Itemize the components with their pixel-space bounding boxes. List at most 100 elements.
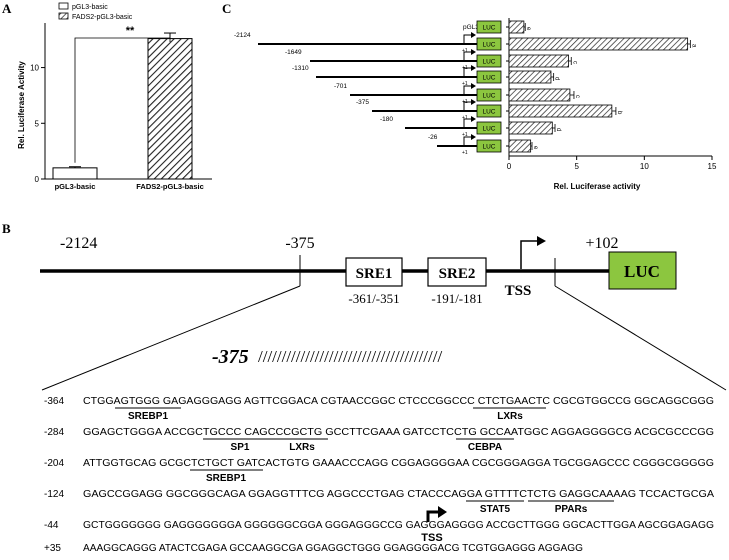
bar-c xyxy=(508,104,613,118)
construct-position: -375 xyxy=(356,99,369,106)
construct-plus-one: +1 xyxy=(462,132,468,138)
binding-sites: SREBP1 LXRs SP1 LXRs CEBPA SREBP1 STAT5 … xyxy=(115,407,614,544)
y-tick-label-a: 0 xyxy=(35,175,40,184)
seq-line: GGAGCTGGGA ACCGCTGCCC CAGCCCGCTG GCCTTCG… xyxy=(83,427,714,438)
construct-position: -26 xyxy=(428,134,438,141)
category-label-a: FADS2-pGL3-basic xyxy=(136,182,204,191)
construct-arrowhead-icon xyxy=(471,49,476,55)
construct-luc-box xyxy=(476,54,502,68)
seq-line: GAGCCGGAGG GGCGGGCAGA GGAGGTTTCG AGGCCCT… xyxy=(83,489,714,500)
construct-arrow-icon xyxy=(463,101,472,111)
zoom-line-left xyxy=(41,285,301,391)
y-axis-label-a: Rel. Luciferase Activity xyxy=(17,61,26,149)
bar-a xyxy=(52,167,98,180)
sre2-label: SRE2 xyxy=(439,266,476,282)
category-label-a: pGL3-basic xyxy=(55,182,96,191)
panel-label-a: A xyxy=(2,1,12,16)
construct-luc-box xyxy=(476,121,502,135)
bar-c xyxy=(508,37,689,51)
construct-position: -180 xyxy=(380,116,393,123)
sre2-range: -191/-181 xyxy=(431,291,482,306)
panel-c: C 051015eacdcbdepGL3-Basic-2124LUC+1-164… xyxy=(222,1,717,191)
site-label-srebp1-2: SREBP1 xyxy=(206,473,246,484)
basic-luc-box xyxy=(476,20,502,34)
panel-label-b: B xyxy=(2,221,11,236)
luc-box xyxy=(608,251,677,290)
position-mid: -375 xyxy=(285,235,314,252)
chart-c-plot: 051015eacdcbdepGL3-Basic-2124LUC+1-1649L… xyxy=(234,18,717,171)
legend-label-fads2: FADS2-pGL3-basic xyxy=(72,14,133,21)
sig-letter-c: e xyxy=(525,27,531,31)
site-label-tss: TSS xyxy=(421,532,442,544)
construct-luc-box xyxy=(476,88,502,102)
construct-luc-box xyxy=(476,104,502,118)
site-label-stat5: STAT5 xyxy=(480,504,511,515)
bar-c xyxy=(508,54,569,68)
seq-line: CTGGAGTGGG GAGAGGGAGG AGTTCGGACA CGTAACC… xyxy=(83,396,714,407)
seq-pos: +35 xyxy=(44,543,61,554)
construct-luc-box xyxy=(476,70,502,84)
seq-pos: -204 xyxy=(44,458,64,469)
bar-c xyxy=(508,70,552,84)
construct-luc-label: LUC xyxy=(482,59,495,66)
seq-line: GCTGGGGGGG GAGGGGGGGA GGGGGGCGGA GGGAGGG… xyxy=(83,520,714,531)
sre2-box xyxy=(427,257,487,287)
x-tick-label-c: 0 xyxy=(507,162,512,171)
bar-a xyxy=(147,38,193,180)
construct-arrow-icon xyxy=(463,51,472,61)
construct-luc-label: LUC xyxy=(482,144,495,151)
construct-position: -701 xyxy=(334,83,347,90)
construct-plus-one: +1 xyxy=(462,150,468,156)
construct-luc-box xyxy=(476,37,502,51)
significance-stars: ** xyxy=(126,25,135,37)
construct-arrowhead-icon xyxy=(471,32,476,38)
construct-arrowhead-icon xyxy=(471,65,476,71)
sig-letter-c: e xyxy=(532,146,538,150)
seq-pos: -284 xyxy=(44,427,64,438)
position-end: +102 xyxy=(585,235,618,252)
tss-label: TSS xyxy=(505,283,532,299)
sre1-box xyxy=(345,257,403,287)
y-tick-label-a: 5 xyxy=(35,119,40,128)
construct-arrow-icon xyxy=(463,136,472,146)
sig-letter-c: c xyxy=(574,95,580,98)
bar-c xyxy=(508,88,571,102)
basic-luc-label: LUC xyxy=(482,25,495,32)
tss-arrow-icon xyxy=(520,236,546,269)
sig-letter-c: d xyxy=(554,77,560,80)
construct-arrowhead-icon xyxy=(471,83,476,89)
construct-luc-label: LUC xyxy=(482,42,495,49)
construct-position: -2124 xyxy=(234,32,251,39)
luc-label: LUC xyxy=(624,262,660,281)
seq-line: ATTGGTGCAG GCGCTCTGCT GATCACTGTG GAAACCC… xyxy=(83,458,714,469)
construct-arrow-icon xyxy=(463,67,472,77)
site-label-lxrs: LXRs xyxy=(497,411,523,422)
panel-b: B -2124 -375 +102 SRE1 -361/-351 SRE2 -1… xyxy=(2,221,727,554)
legend-swatch-pgl3-basic xyxy=(58,2,69,10)
seq-line: AAAGGCAGGG ATACTCGAGA GCCAAGGCGA GGAGGCT… xyxy=(83,543,583,554)
construct-luc-label: LUC xyxy=(482,93,495,100)
site-label-sp1: SP1 xyxy=(231,442,250,453)
x-tick-label-c: 5 xyxy=(574,162,579,171)
construct-arrow-icon xyxy=(463,85,472,95)
construct-arrowhead-icon xyxy=(471,99,476,105)
zoom-hatch: /////////////////////////////////////// xyxy=(258,347,442,366)
construct-luc-box xyxy=(476,139,502,153)
sre1-range: -361/-351 xyxy=(348,291,399,306)
significance-bracket xyxy=(74,37,171,163)
position-start: -2124 xyxy=(60,235,97,252)
construct-position: -1310 xyxy=(292,65,309,72)
sre1-label: SRE1 xyxy=(356,266,393,282)
construct-luc-label: LUC xyxy=(482,126,495,133)
x-tick-label-c: 10 xyxy=(640,162,649,171)
tss-seq-arrow-icon xyxy=(426,506,447,522)
construct-position: -1649 xyxy=(285,49,302,56)
zoom-title: -375 xyxy=(212,346,249,368)
zoom-line-right xyxy=(554,285,727,391)
bar-c xyxy=(508,20,525,34)
seq-pos: -364 xyxy=(44,396,64,407)
construct-luc-label: LUC xyxy=(482,109,495,116)
sig-letter-c: a xyxy=(690,44,696,48)
